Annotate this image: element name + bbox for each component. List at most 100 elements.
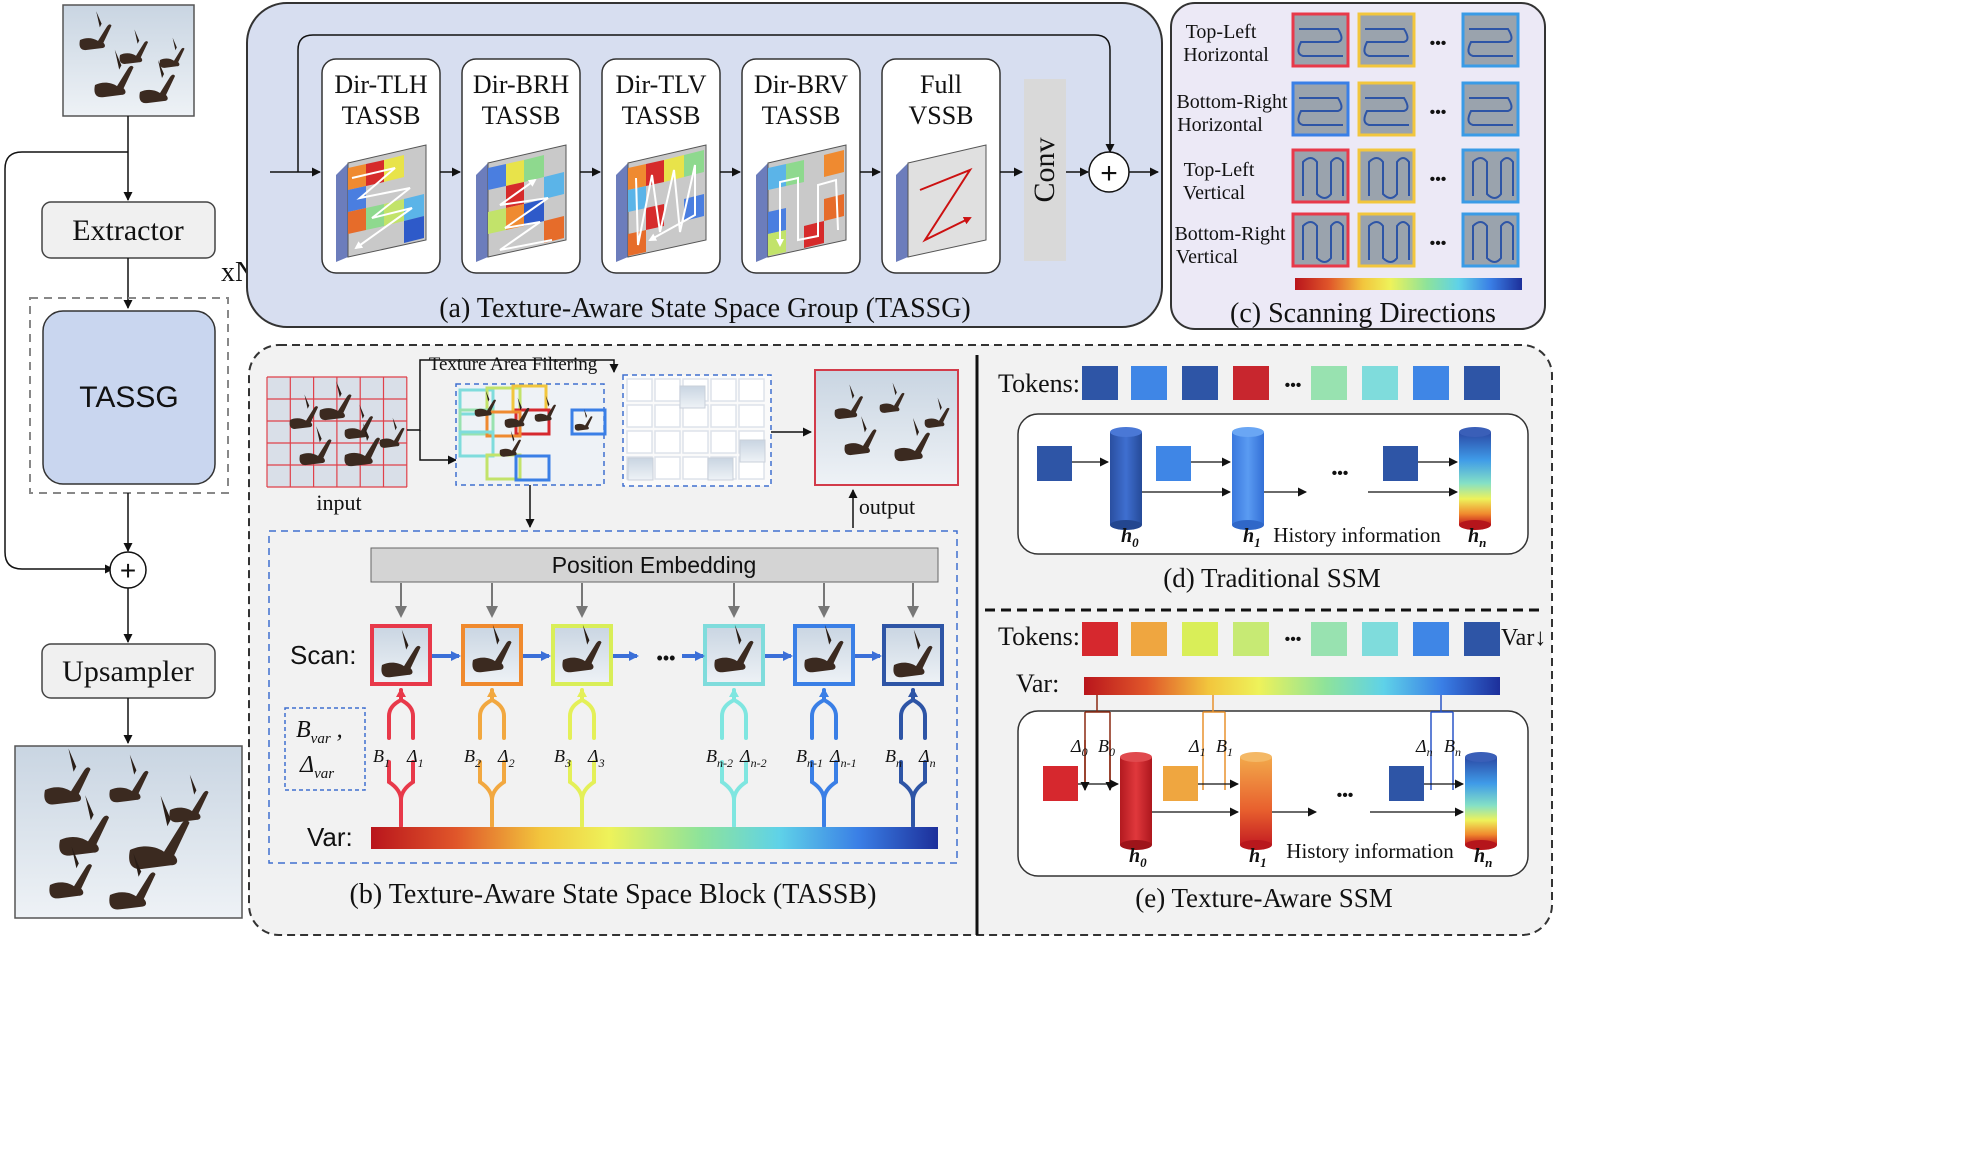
param-b-label: B2: [464, 746, 481, 770]
param-d-label: Δ3: [587, 746, 605, 770]
scan-direction-dots: •••: [1430, 235, 1447, 252]
panel-e-token-dots: •••: [1285, 631, 1302, 648]
input-label: input: [316, 490, 361, 515]
param-b-label: B1: [373, 746, 390, 770]
scan-direction-patch: [1357, 81, 1416, 137]
token: [1082, 622, 1118, 656]
scan-direction-patch: [1461, 81, 1520, 137]
block-dir-brh: Dir-BRH TASSB: [461, 58, 581, 274]
e-bn-label: Bn: [1444, 736, 1461, 759]
upsampler-label: Upsampler: [62, 655, 194, 688]
block-dir-brv-title: Dir-BRV: [754, 70, 848, 99]
param-d-label: Δn: [918, 746, 936, 770]
conv-box: [1024, 79, 1066, 261]
scan-row-brv: Bottom-Right Vertical: [1174, 223, 1286, 268]
block-dir-brv: Dir-BRV TASSB: [741, 58, 861, 274]
scan-row-tlh-line1: Top-Left: [1186, 21, 1257, 43]
block-dir-brv-subtitle: TASSB: [762, 101, 841, 130]
bvar-label: Bvar ,: [296, 717, 343, 747]
e-state-hn: [1465, 757, 1497, 845]
scan-dots: •••: [657, 648, 676, 668]
token: [1464, 366, 1500, 400]
token: [1131, 366, 1167, 400]
tassg-box: [42, 310, 216, 485]
param-d-label: Δ1: [406, 746, 424, 770]
e-d0-label: Δ0: [1070, 736, 1088, 759]
scan-row-brv-line1: Bottom-Right: [1174, 223, 1286, 245]
scan-row-tlh: Top-Left Horizontal: [1183, 21, 1269, 66]
panel-e-dots: •••: [1337, 787, 1354, 804]
extractor-label: Extractor: [72, 214, 184, 247]
param-b-label: Bn-1: [796, 746, 823, 770]
texture-filter-label: Texture Area Filtering: [429, 354, 598, 375]
token: [1311, 622, 1347, 656]
panel-d-dots: •••: [1332, 465, 1349, 482]
tassg-dashed-frame: [29, 297, 229, 494]
panel-a-add-symbol: +: [1100, 157, 1118, 190]
scan-patch: [370, 624, 432, 686]
panel-d: Tokens: ••• ••• h0 h1 History informatio…: [998, 366, 1529, 593]
d-h1-label: h1: [1243, 525, 1261, 550]
block-full-vssb-subtitle: VSSB: [908, 101, 973, 130]
panel-c-caption: (c) Scanning Directions: [1230, 298, 1496, 329]
d-hn-label: hn: [1468, 525, 1486, 550]
token: [1131, 622, 1167, 656]
block-dir-tlv: Dir-TLV TASSB: [601, 58, 721, 274]
e-history-label: History information: [1286, 839, 1454, 863]
param-b-label: Bn: [885, 746, 902, 770]
token: [1082, 366, 1118, 400]
scan-direction-patch: [1291, 12, 1350, 68]
panel-c-colorbar: [1295, 278, 1522, 290]
panel-e-token-row: [1082, 622, 1500, 656]
e-h0-label: h0: [1129, 845, 1147, 870]
scan-direction-dots: •••: [1430, 104, 1447, 121]
scan-row-brh: Bottom-Right Horizontal: [1176, 91, 1288, 136]
e-dn-label: Δn: [1415, 736, 1433, 759]
panel-d-token-dots: •••: [1285, 377, 1302, 394]
param-d-label: Δ2: [497, 746, 515, 770]
scan-patch: [461, 624, 523, 686]
block-dir-brh-title: Dir-BRH: [473, 70, 569, 99]
block-dir-tlv-title: Dir-TLV: [616, 70, 707, 99]
token: [1413, 366, 1449, 400]
scan-patch: [703, 624, 765, 686]
block-dir-brh-subtitle: TASSB: [482, 101, 561, 130]
scan-label: Scan:: [290, 640, 357, 670]
e-h1-label: h1: [1249, 845, 1267, 870]
panel-c: Top-Left Horizontal Bottom-Right Horizon…: [1170, 2, 1546, 330]
bvar-dvar-box: [284, 707, 366, 791]
var-colorbar: [371, 827, 938, 849]
scan-row-brh-line1: Bottom-Right: [1176, 91, 1288, 113]
block-dir-tlh-subtitle: TASSB: [342, 101, 421, 130]
param-b-label: B3: [554, 746, 571, 770]
token: [1182, 622, 1218, 656]
block-full-vssb-title: Full: [920, 70, 962, 99]
e-input-token-1: [1163, 766, 1198, 801]
output-image: [14, 745, 243, 919]
param-b-label: Bn-2: [706, 746, 733, 770]
token: [1413, 622, 1449, 656]
token: [1464, 622, 1500, 656]
scan-sequence: [370, 583, 944, 686]
token: [1233, 366, 1269, 400]
tassb-detail-frame: [268, 530, 958, 864]
d-state-hn: [1459, 432, 1491, 525]
scan-row-brv-line2: Vertical: [1176, 246, 1239, 268]
panel-b: input Texture Area Filtering output Posi…: [266, 354, 959, 910]
scan-patch-grid: ••••••••••••: [1291, 12, 1520, 268]
scan-direction-patch: [1357, 12, 1416, 68]
panel-d-token-row: [1082, 366, 1500, 400]
panel-b-caption: (b) Texture-Aware State Space Block (TAS…: [350, 879, 877, 910]
panel-e-var-label: Var:: [1016, 669, 1059, 698]
panel-a: Dir-TLH TASSB Dir-BRH TASSB: [246, 2, 1163, 328]
e-hn-label: hn: [1474, 845, 1492, 870]
e-input-token-n: [1389, 766, 1424, 801]
scan-row-tlv-line1: Top-Left: [1184, 159, 1255, 181]
var-label: Var:: [307, 822, 353, 852]
d-history-label: History information: [1273, 523, 1441, 547]
panel-e-var-colorbar: [1084, 677, 1500, 695]
param-d-label: Δn-1: [829, 746, 857, 770]
token: [1311, 366, 1347, 400]
param-d-label: Δn-2: [739, 746, 767, 770]
